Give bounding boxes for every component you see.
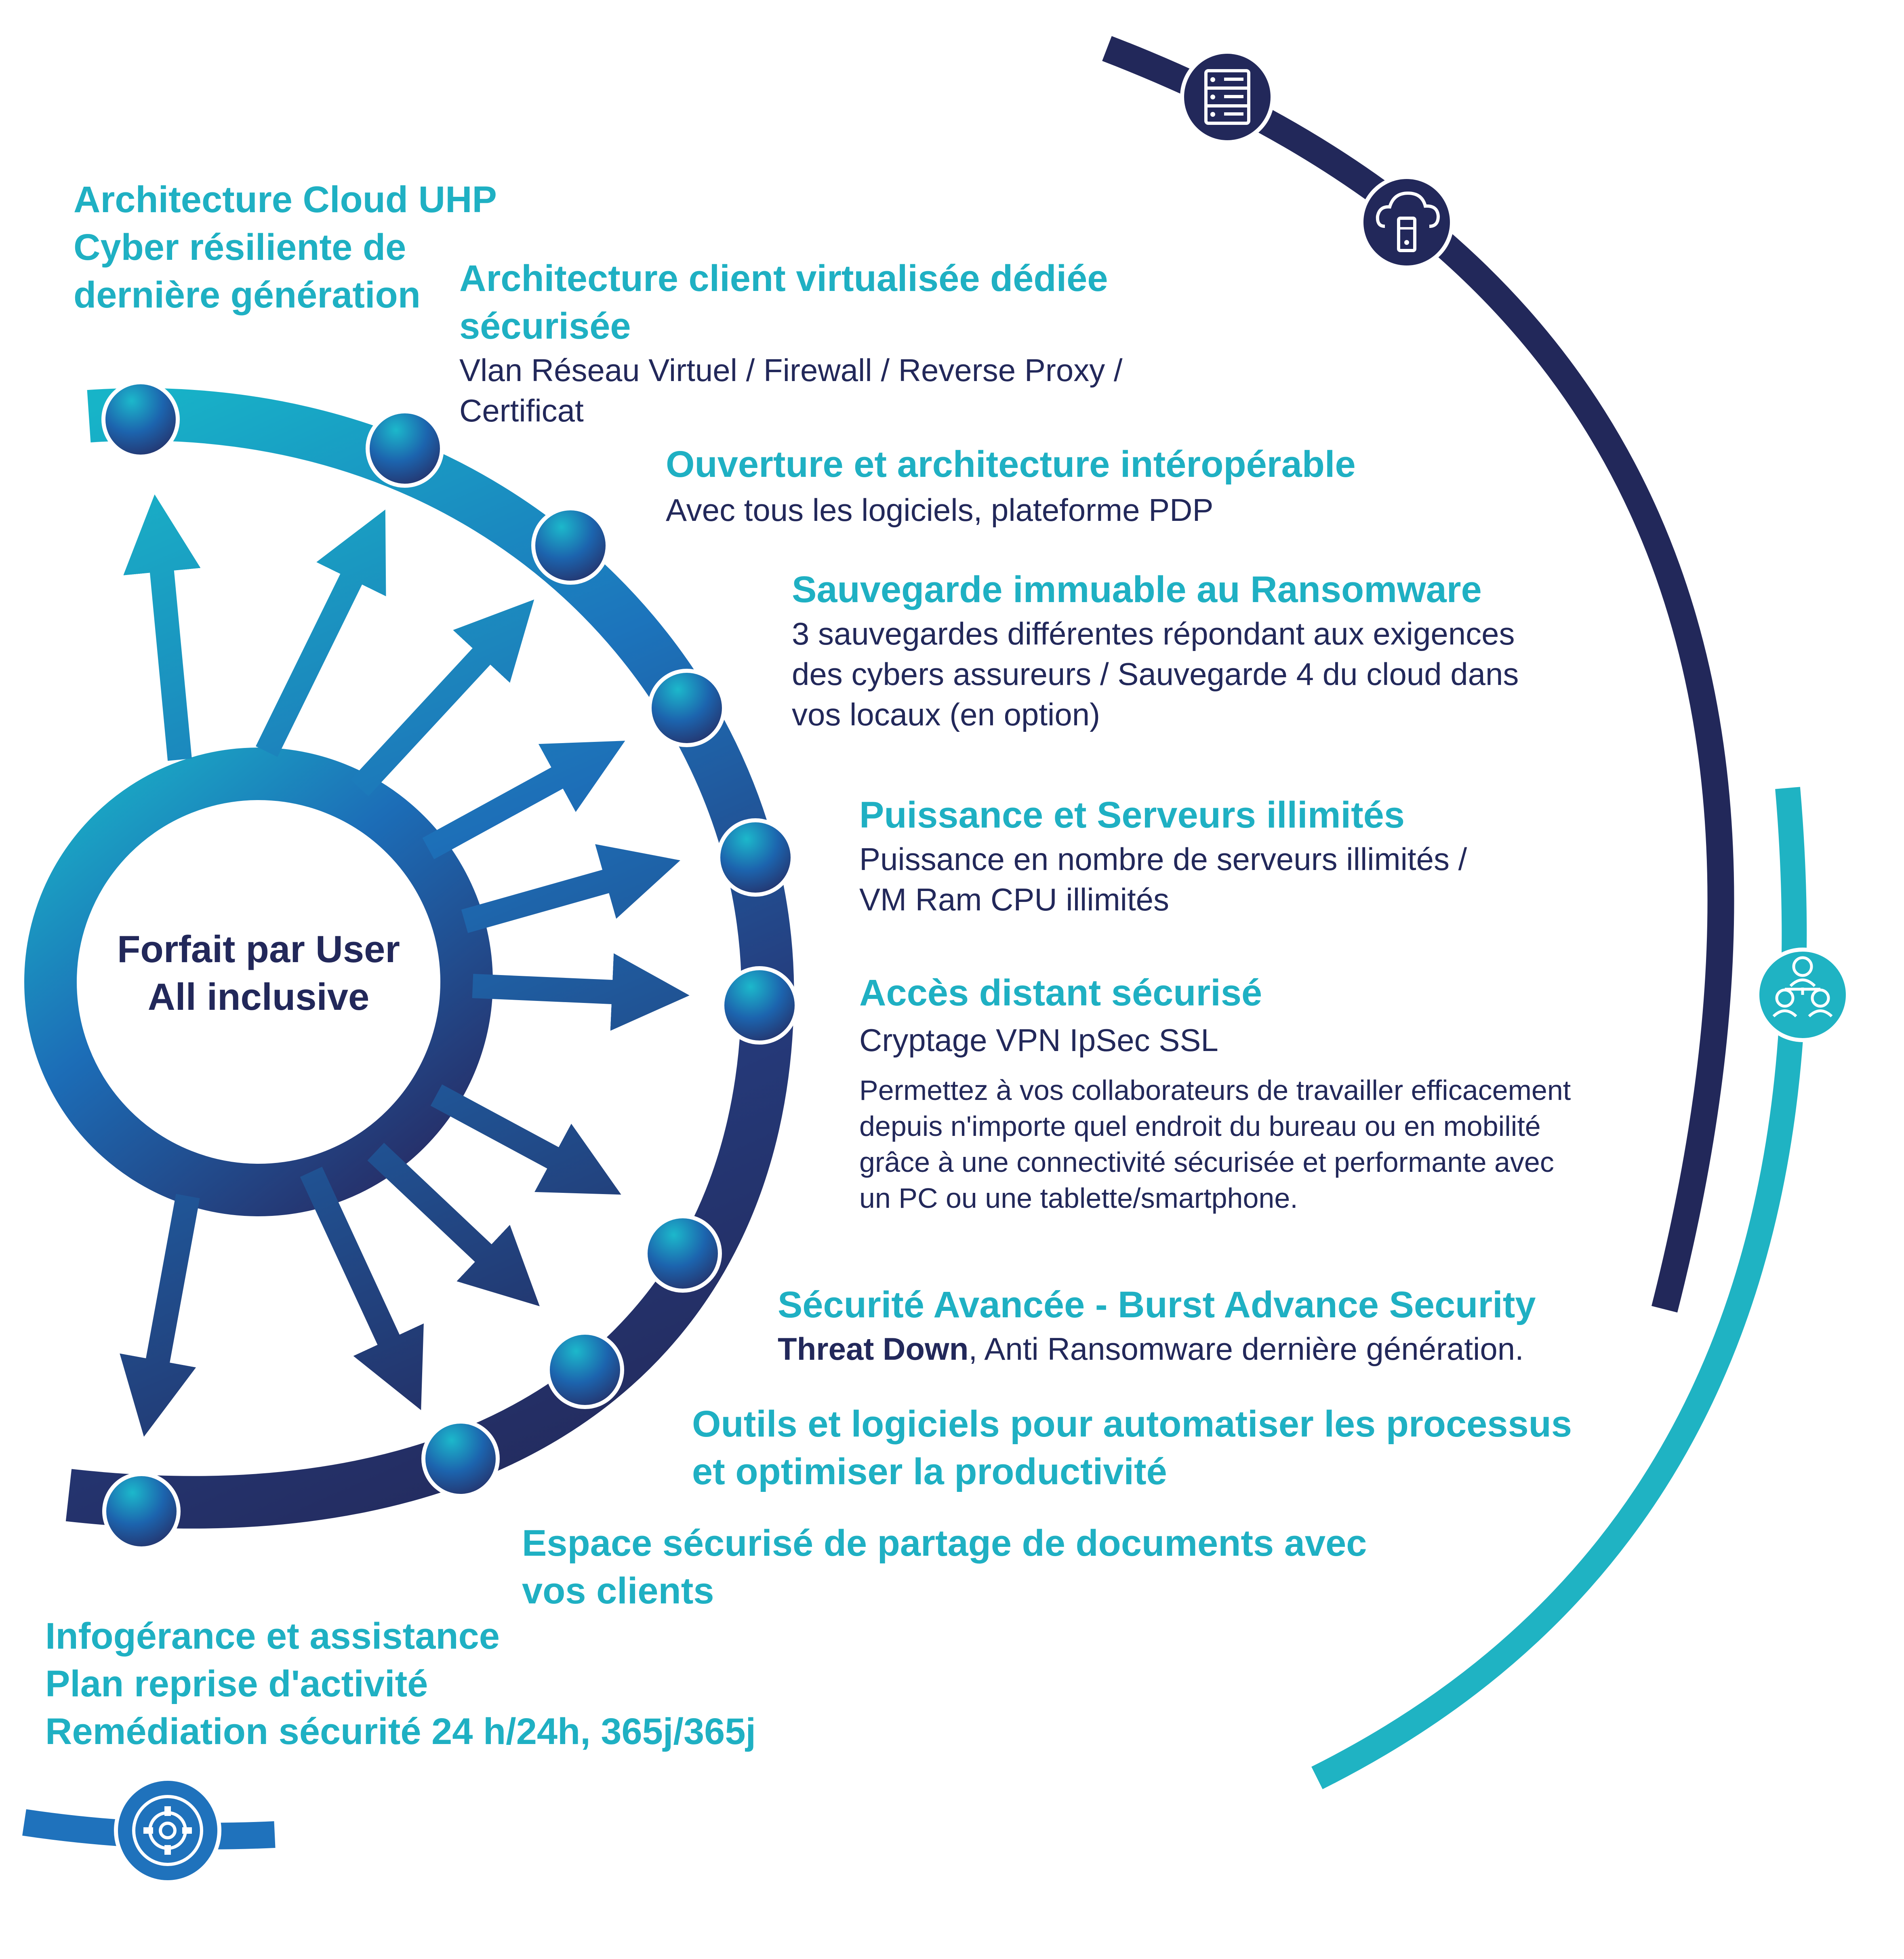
feature-title: Ouverture et architecture intéropérable	[666, 444, 1356, 485]
node-3	[531, 506, 610, 585]
feature-espace-partage: Espace sécurisé de partage de documents …	[522, 1519, 1411, 1615]
node-1	[101, 380, 180, 459]
gear-settings-icon	[114, 1777, 221, 1884]
server-rack-icon	[1180, 50, 1275, 144]
arrow-8	[367, 1143, 540, 1306]
arrow-4	[422, 741, 625, 859]
feature-title: Espace sécurisé de partage de documents …	[522, 1523, 1367, 1611]
center-line-2: All inclusive	[147, 975, 370, 1018]
feature-architecture-cloud: Architecture Cloud UHP Cyber résiliente …	[74, 176, 558, 319]
feature-title: Puissance et Serveurs illimités	[859, 794, 1405, 836]
feature-securite-avancee: Sécurité Avancée - Burst Advance Securit…	[778, 1281, 1666, 1369]
feature-description-bold: Threat Down	[778, 1331, 969, 1367]
arrows	[120, 494, 690, 1437]
arrow-3	[350, 599, 534, 796]
node-4	[648, 669, 726, 747]
node-10	[102, 1472, 181, 1550]
feature-detail: Permettez à vos collaborateurs de travai…	[859, 1074, 1571, 1214]
feature-infogerance: Infogérance et assistance Plan reprise d…	[45, 1612, 934, 1755]
arrow-5	[461, 844, 680, 933]
feature-title: Accès distant sécurisé	[859, 972, 1262, 1013]
feature-sauvegarde: Sauvegarde immuable au Ransomware 3 sauv…	[792, 566, 1600, 735]
arrow-2	[256, 510, 386, 757]
outer-navy-arc	[1102, 36, 1734, 1313]
feature-description: Cryptage VPN IpSec SSL	[859, 1022, 1218, 1058]
ring-nodes	[101, 380, 799, 1550]
feature-description: Vlan Réseau Virtuel / Firewall / Reverse…	[459, 352, 1123, 428]
node-6	[720, 966, 799, 1045]
arrow-10	[120, 1194, 200, 1437]
arrow-7	[430, 1084, 621, 1195]
node-9	[421, 1420, 500, 1498]
feature-description: 3 sauvegardes différentes répondant aux …	[792, 616, 1519, 732]
feature-ouverture: Ouverture et architecture intéropérable …	[666, 440, 1433, 530]
center-label: Forfait par User All inclusive	[65, 925, 452, 1021]
feature-title: Architecture client virtualisée dédiée s…	[459, 258, 1108, 347]
feature-description: Avec tous les logiciels, plateforme PDP	[666, 492, 1214, 528]
feature-title: Architecture Cloud UHP Cyber résiliente …	[74, 179, 497, 316]
center-line-1: Forfait par User	[117, 928, 400, 970]
team-network-icon	[1755, 948, 1850, 1042]
feature-architecture-client: Architecture client virtualisée dédiée s…	[459, 255, 1227, 431]
feature-title: Infogérance et assistance Plan reprise d…	[45, 1616, 756, 1752]
feature-description: Puissance en nombre de serveurs illimité…	[859, 841, 1467, 917]
arrow-6	[472, 953, 690, 1031]
node-2	[366, 409, 444, 488]
feature-description: , Anti Ransomware dernière génération.	[968, 1331, 1524, 1367]
feature-acces-distant: Accès distant sécurisé Cryptage VPN IpSe…	[859, 969, 1708, 1216]
feature-title: Sécurité Avancée - Burst Advance Securit…	[778, 1284, 1536, 1325]
feature-title: Outils et logiciels pour automatiser les…	[692, 1403, 1572, 1492]
node-8	[546, 1331, 624, 1409]
node-7	[644, 1214, 722, 1293]
hub-ring	[24, 748, 493, 1216]
cloud-server-icon	[1359, 175, 1454, 270]
feature-puissance: Puissance et Serveurs illimités Puissanc…	[859, 791, 1627, 920]
feature-title: Sauvegarde immuable au Ransomware	[792, 569, 1482, 610]
feature-outils: Outils et logiciels pour automatiser les…	[692, 1400, 1621, 1496]
node-5	[716, 818, 795, 897]
arrow-1	[123, 494, 201, 761]
arrow-9	[300, 1167, 424, 1410]
